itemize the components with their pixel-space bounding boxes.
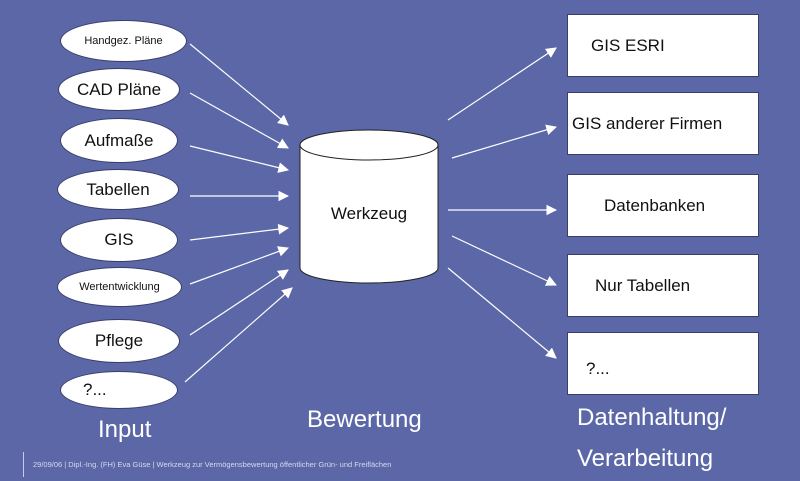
arrow-input-1: [189, 43, 289, 126]
input-label: Pflege: [94, 331, 144, 350]
arrow-input-5: [189, 223, 290, 241]
arrow-input-2: [189, 92, 289, 149]
output-label: ?...: [586, 358, 610, 378]
input-handgez-plaene: Handgez. Pläne: [60, 20, 187, 62]
input-gis: GIS: [60, 218, 178, 262]
caption-input: Input: [98, 416, 152, 443]
input-label: Tabellen: [86, 179, 150, 199]
input-label: GIS: [104, 230, 134, 249]
output-label: Nur Tabellen: [595, 275, 691, 295]
tool-label: Werkzeug: [330, 204, 408, 223]
arrow-input-7: [189, 269, 289, 336]
input-other: ?...: [60, 371, 178, 409]
input-tabellen: Tabellen: [57, 169, 179, 210]
input-label: CAD Pläne: [76, 79, 162, 99]
input-pflege: Pflege: [58, 319, 180, 363]
output-datenbanken: Datenbanken: [567, 174, 759, 237]
input-wertentwicklung: Wertentwicklung: [57, 267, 182, 307]
input-cad-plaene: CAD Pläne: [58, 68, 180, 111]
output-other: ?...: [567, 332, 759, 395]
output-gis-other-firms: GIS anderer Firmen: [567, 92, 759, 155]
output-label: GIS ESRI: [591, 35, 665, 55]
input-label: Wertentwicklung: [79, 281, 160, 293]
output-nur-tabellen: Nur Tabellen: [567, 254, 759, 317]
output-label: GIS anderer Firmen: [572, 113, 723, 133]
caption-output-line2: Verarbeitung: [577, 445, 714, 472]
input-label: Aufmaße: [84, 130, 154, 150]
arrow-input-6: [189, 246, 290, 285]
footer-text: 29/09/06 | Dipl.-Ing. (FH) Eva Güse | We…: [33, 460, 392, 469]
caption-center: Bewertung: [307, 406, 422, 433]
footer-divider: [23, 452, 24, 477]
arrow-input-8: [184, 287, 293, 383]
input-label: Handgez. Pläne: [84, 35, 163, 47]
output-gis-esri: GIS ESRI: [567, 14, 759, 77]
arrow-output-2: [451, 124, 558, 159]
arrow-output-1: [447, 47, 557, 121]
caption-output-line1: Datenhaltung/: [577, 404, 727, 431]
arrow-output-4: [451, 235, 557, 286]
input-aufmasse: Aufmaße: [60, 118, 178, 163]
output-label: Datenbanken: [604, 195, 706, 215]
arrow-output-5: [447, 267, 557, 359]
tool-cylinder: [299, 129, 439, 284]
input-label: ?...: [83, 380, 107, 399]
arrow-input-3: [189, 145, 290, 173]
